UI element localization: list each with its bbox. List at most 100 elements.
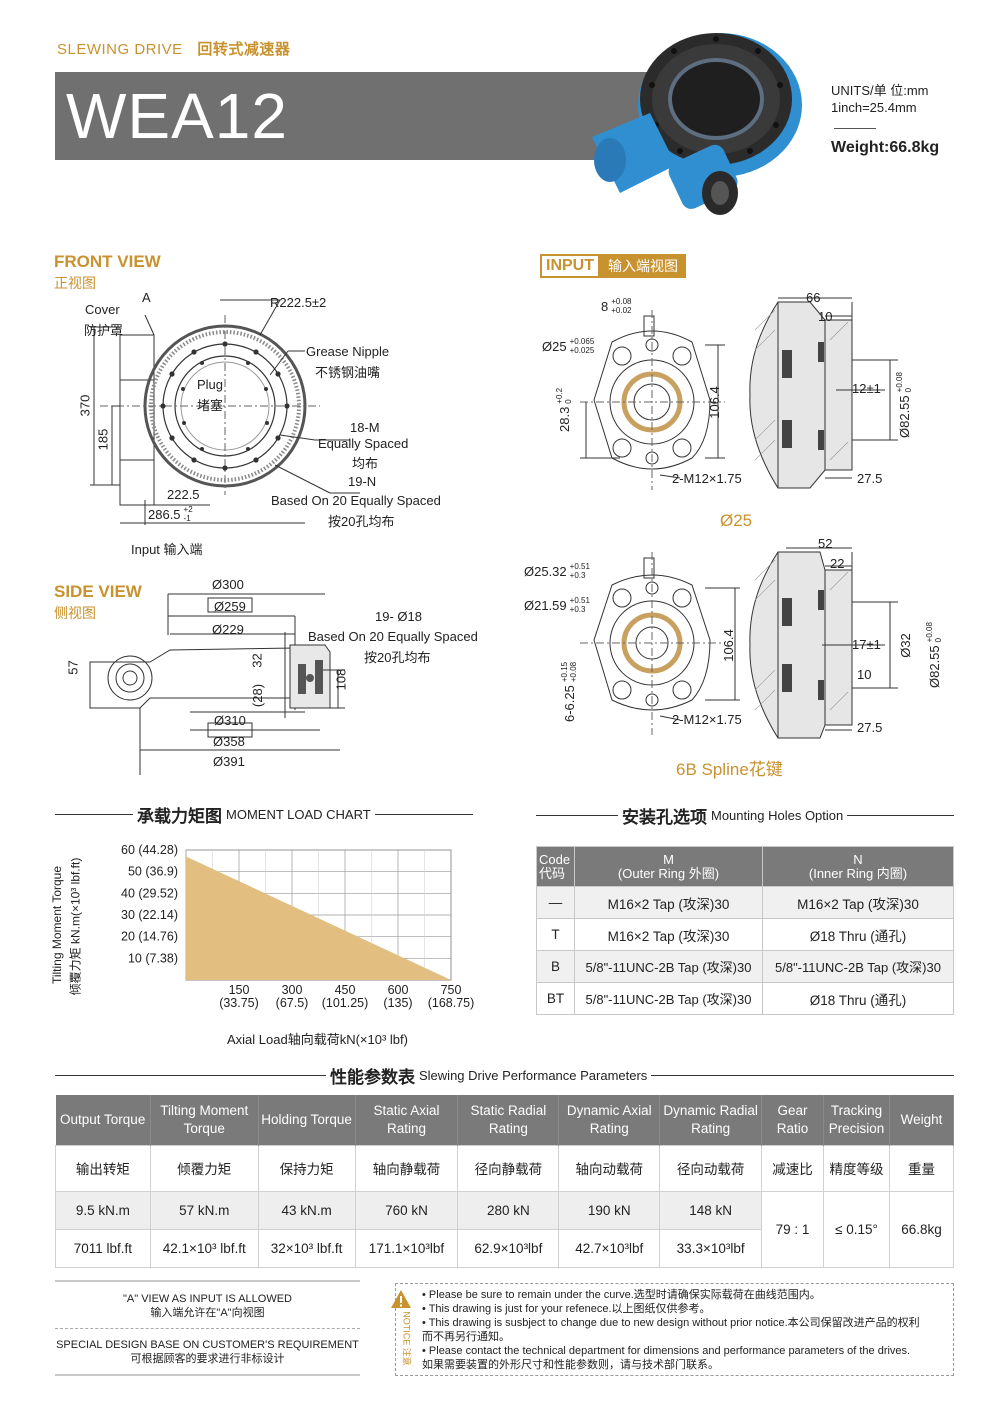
- chart-xlabel: Axial Load轴向载荷kN(×10³ lbf): [227, 1032, 408, 1047]
- label-radius: R222.5±2: [270, 295, 327, 310]
- in-bot-caption: 6B Spline花键: [676, 760, 783, 779]
- in-bot-d82: Ø82.55 +0.08 0: [925, 622, 943, 688]
- title-band: [55, 72, 665, 160]
- chart-x-tick-sublabel: (168.75): [428, 996, 475, 1010]
- label-cover-cn: 防护罩: [84, 323, 124, 338]
- in-top-h28: 28.3 +0.2 0: [555, 388, 573, 432]
- in-bot-s625-up: +0.15: [560, 661, 569, 683]
- label-plug-cn: 堵塞: [197, 398, 224, 413]
- chart-heading-cn: 承载力矩图: [137, 806, 222, 826]
- in-top-w66: 66: [806, 290, 821, 305]
- side-view-drawing: [89, 593, 345, 775]
- in-bot-d82-up: +0.08: [925, 622, 934, 643]
- label-plug-en: Plug: [197, 377, 224, 392]
- in-bot-s625: 6-6.25 +0.15 +0.08: [560, 662, 578, 722]
- footer-top-line: [55, 1280, 360, 1282]
- in-bot-s625-value: 6-6.25: [561, 685, 577, 722]
- dim-286-value: 286.5: [148, 506, 181, 522]
- label-m-eq: Equally Spaced: [318, 436, 409, 451]
- chart-x-tick-label: 450: [335, 983, 356, 997]
- in-bot-d82-lo: 0: [934, 637, 943, 643]
- chart-heading: 承载力矩图 MOMENT LOAD CHART: [133, 803, 375, 826]
- label-m-cn: 均布: [352, 456, 379, 471]
- in-top-caption: Ø25: [720, 511, 753, 530]
- mount-heading: 安装孔选项 Mounting Holes Option: [618, 804, 848, 827]
- label-cover-en: Cover: [85, 302, 120, 317]
- in-top-h106: 106.4: [706, 386, 722, 419]
- label-n-cn: 按20孔均布: [328, 514, 395, 529]
- units-line-2: 1inch=25.4mm: [831, 100, 917, 115]
- chart-y-tick-label: 20 (14.76): [121, 930, 178, 944]
- front-view-drawing: [90, 299, 360, 525]
- in-top-key-value: 8: [601, 298, 609, 314]
- chart-y-tick-label: 30 (22.14): [121, 908, 178, 922]
- in-top-w27: 27.5: [857, 471, 883, 486]
- chart-heading-en: MOMENT LOAD CHART: [226, 806, 371, 822]
- chart-y-tick-label: 60 (44.28): [121, 843, 178, 857]
- units-line-1: UNITS/单 位:mm: [831, 83, 929, 98]
- in-top-key: 8 +0.08 +0.02: [601, 297, 631, 315]
- perf-heading: 性能参数表 Slewing Drive Performance Paramete…: [326, 1064, 652, 1087]
- in-top-d82-value: Ø82.55: [896, 395, 912, 438]
- dim-d391: Ø391: [213, 754, 245, 769]
- chart-y-tick-label: 40 (29.52): [121, 886, 178, 900]
- notice-item: 如果需要装置的外形尺寸和性能参数则，请与技术部门联系。: [422, 1359, 719, 1371]
- mount-col-n: N (Inner Ring 内圈): [762, 846, 954, 887]
- label-side-holes: 19- Ø18: [375, 609, 422, 624]
- chart-x-tick-label: 300: [282, 983, 303, 997]
- label-grease-cn: 不锈钢油嘴: [315, 365, 381, 380]
- chart-x-tick-sublabel: (101.25): [322, 996, 369, 1010]
- perf-metric-row: 9.5 kN.m 57 kN.m 43 kN.m 760 kN 280 kN 1…: [55, 1190, 955, 1268]
- chart-ylabel-en: Tilting Moment Torque: [50, 865, 64, 985]
- notice-item: • Please contact the technical departmen…: [422, 1345, 911, 1357]
- chart-y-tick-label: 10 (7.38): [128, 951, 178, 965]
- chart-y-tick-label: 50 (36.9): [128, 865, 178, 879]
- in-bot-d2159-value: Ø21.59: [524, 597, 567, 613]
- in-bot-s625-lo: +0.08: [569, 661, 578, 683]
- in-top-h28-value: 28.3: [556, 406, 572, 432]
- dim-d358: Ø358: [213, 734, 245, 749]
- mount-col-m: M (Outer Ring 外圈): [574, 846, 763, 887]
- side-view-subtitle: 侧视图: [54, 605, 96, 621]
- notice-item: 而不再另行通知。: [422, 1331, 510, 1343]
- dim-d300: Ø300: [212, 577, 244, 592]
- label-a: A: [142, 290, 151, 305]
- category-label: SLEWING DRIVE 回转式减速器: [57, 38, 290, 59]
- category-en: SLEWING DRIVE: [57, 41, 183, 58]
- mount-col-code: Code 代码: [536, 846, 575, 887]
- label-n-eq: Based On 20 Equally Spaced: [271, 493, 441, 508]
- dim-d310: Ø310: [214, 713, 246, 728]
- warning-icon: [391, 1290, 411, 1308]
- weight-label: Weight:66.8kg: [831, 139, 940, 156]
- label-side-holes-eq: Based On 20 Equally Spaced: [308, 629, 478, 644]
- dim-d259: Ø259: [214, 599, 246, 614]
- in-top-bore-up: +0.065: [569, 337, 595, 346]
- notice-item: • This drawing is susbject to change due…: [422, 1317, 920, 1329]
- perf-heading-en: Slewing Drive Performance Parameters: [419, 1067, 648, 1083]
- input-title-cn: 输入端视图: [600, 254, 686, 278]
- side-view-title: SIDE VIEW: [54, 582, 142, 601]
- in-bot-d32: Ø32: [897, 633, 913, 658]
- label-m-holes: 18-M: [350, 420, 380, 435]
- notice-label: NOTICE 注意: [401, 1311, 412, 1366]
- perf-heading-cn: 性能参数表: [330, 1067, 415, 1087]
- in-bot-d82-value: Ø82.55: [926, 645, 942, 688]
- in-bot-d2532-up: +0.51: [569, 562, 590, 571]
- units-info: UNITS/单 位:mm 1inch=25.4mm: [831, 82, 929, 116]
- in-top-taps: 2-M12×1.75: [672, 471, 742, 486]
- mount-heading-en: Mounting Holes Option: [711, 807, 844, 823]
- moment-chart: 10 (7.38) 20 (14.76) 30 (22.14) 40 (29.52) 5…: [121, 843, 475, 1010]
- units-divider: [834, 128, 876, 129]
- dim-d229: Ø229: [212, 622, 244, 637]
- dim-222: 222.5: [167, 487, 200, 502]
- in-bot-d2159-lo: +0.3: [569, 605, 586, 614]
- dim-286: 286.5 +2 -1: [148, 505, 193, 523]
- chart-ylabel-cn: 倾覆力矩 kN.m(×10³ lbf.ft): [68, 857, 83, 996]
- category-cn: 回转式减速器: [197, 41, 291, 58]
- notice-item: • Please be sure to remain under the cur…: [422, 1289, 821, 1301]
- chart-load-area: [186, 856, 451, 980]
- dim-57: 57: [65, 660, 81, 675]
- performance-table: Output Torque Tilting Moment Torque Hold…: [55, 1095, 955, 1268]
